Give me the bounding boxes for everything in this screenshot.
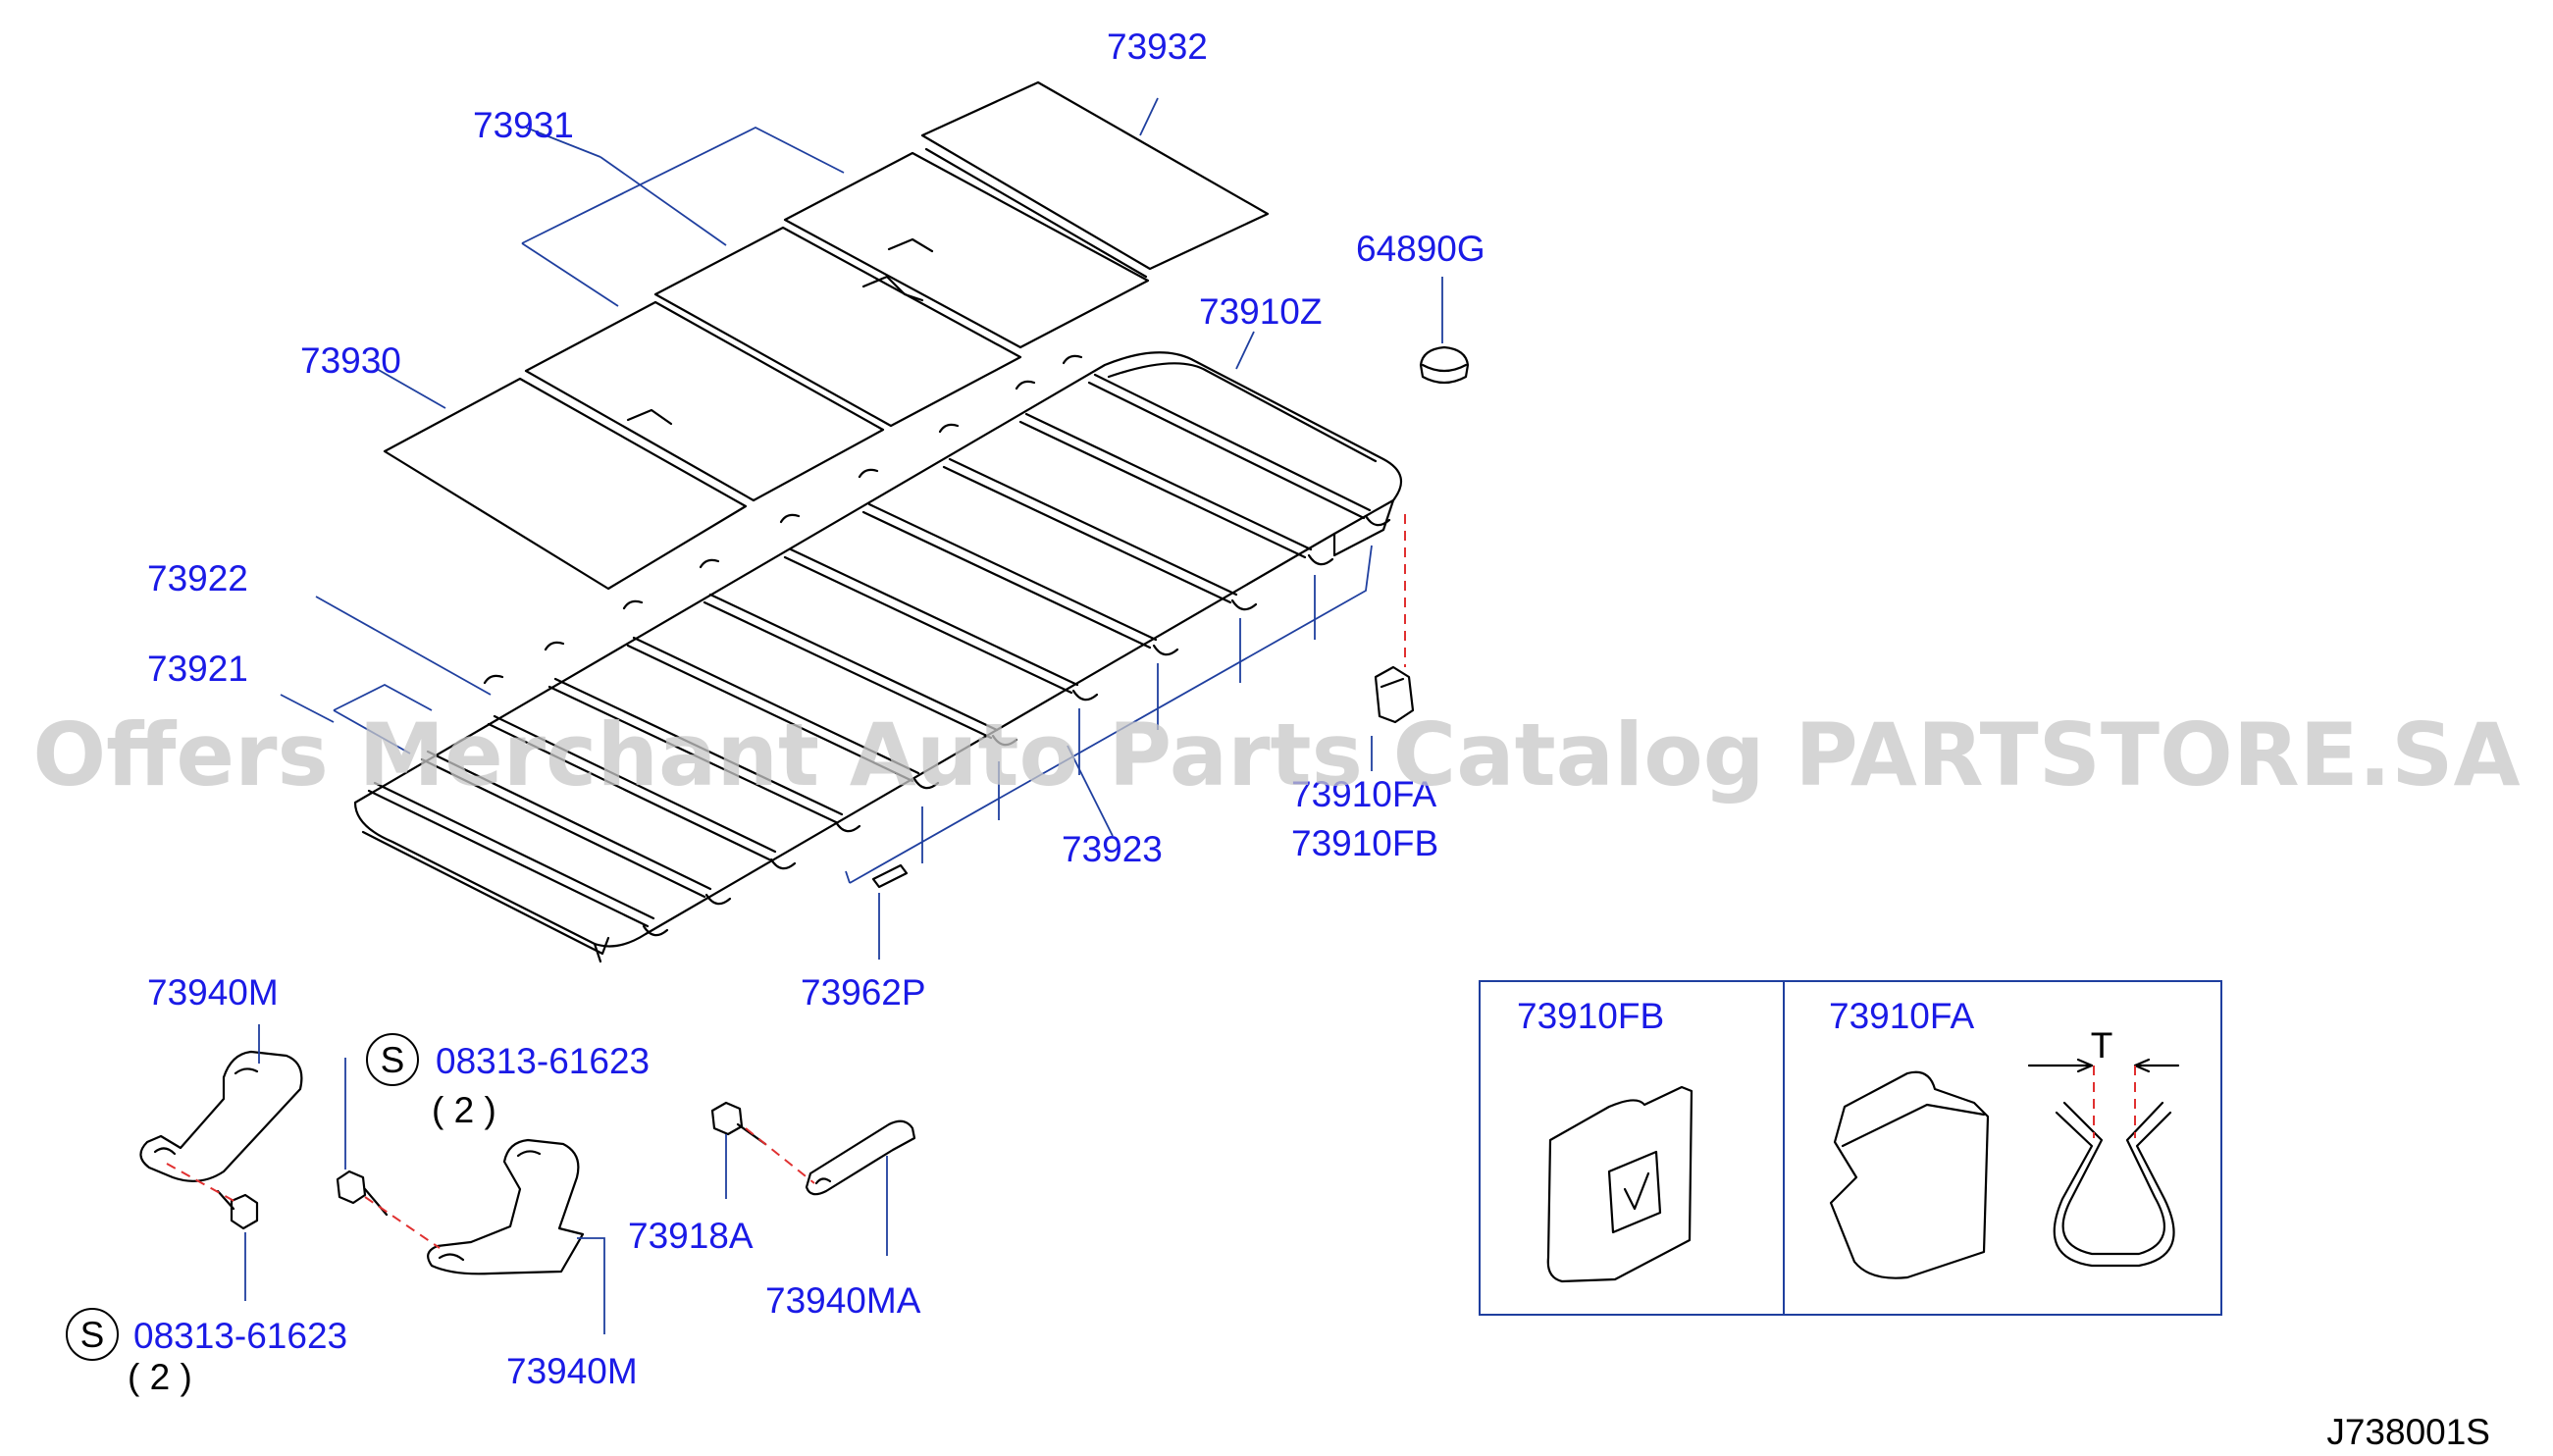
- s-mark-bottom: S: [80, 1315, 105, 1355]
- detail-box: [1479, 980, 2222, 1316]
- label-detail-fa[interactable]: 73910FA: [1829, 996, 1974, 1036]
- s-mark-bottom-circle: [66, 1308, 119, 1361]
- label-bolt-bottom[interactable]: 08313-61623: [133, 1316, 347, 1356]
- cap-64890G[interactable]: [1419, 345, 1470, 385]
- headliner-front-tabs: [642, 514, 1391, 937]
- label-73930[interactable]: 73930: [300, 340, 401, 381]
- grip-73940M-left[interactable]: [139, 1050, 303, 1182]
- diagram-code: J738001S: [2326, 1412, 2490, 1452]
- dash-grip-right: [364, 1196, 441, 1249]
- bracket-73940MA[interactable]: [805, 1119, 916, 1196]
- strip-73962P[interactable]: [871, 863, 909, 889]
- label-bolt-top[interactable]: 08313-61623: [436, 1041, 650, 1081]
- label-73923[interactable]: 73923: [1062, 829, 1163, 869]
- label-73940M-top[interactable]: 73940M: [147, 972, 279, 1013]
- headliner-ribs: [367, 373, 1372, 928]
- pad-73932[interactable]: [920, 80, 1270, 279]
- bolt-08313-61623-right[interactable]: [336, 1170, 389, 1217]
- bolt-73918A[interactable]: [710, 1101, 767, 1146]
- grip-73940M-right[interactable]: [427, 1138, 585, 1275]
- pad-73930-lower[interactable]: [383, 377, 748, 591]
- clip-73910FA-FB[interactable]: [1374, 665, 1415, 724]
- label-bolt-top-qty: ( 2 ): [432, 1090, 496, 1130]
- detail-clip-73910FA[interactable]: [1829, 1070, 1990, 1279]
- s-mark-top: S: [381, 1040, 405, 1080]
- pad-73930-upper[interactable]: [524, 300, 885, 502]
- label-73931[interactable]: 73931: [473, 105, 574, 145]
- label-73910Z[interactable]: 73910Z: [1199, 291, 1323, 332]
- label-73962P[interactable]: 73962P: [801, 972, 926, 1013]
- watermark: Offers Merchant Auto Parts Catalog PARTS…: [32, 704, 2520, 806]
- detail-clip-73910FB[interactable]: [1546, 1085, 1693, 1283]
- s-mark-top-circle: [366, 1033, 419, 1086]
- label-73932[interactable]: 73932: [1107, 26, 1208, 67]
- detail-clip-cross-section[interactable]: [2027, 1058, 2180, 1268]
- headliner-rear-tabs: [483, 354, 1083, 685]
- bolt-08313-61623-left[interactable]: [216, 1189, 259, 1230]
- headliner-73910Z[interactable]: [353, 351, 1403, 963]
- label-73910FB[interactable]: 73910FB: [1291, 823, 1438, 863]
- label-73940M-bottom[interactable]: 73940M: [506, 1351, 638, 1391]
- label-detail-t: T: [2091, 1025, 2113, 1066]
- label-73921[interactable]: 73921: [147, 649, 248, 689]
- pad-73931-lower[interactable]: [653, 226, 1022, 428]
- label-73910FA[interactable]: 73910FA: [1291, 774, 1436, 814]
- label-detail-fb[interactable]: 73910FB: [1517, 996, 1664, 1036]
- label-73922[interactable]: 73922: [147, 558, 248, 598]
- label-64890G[interactable]: 64890G: [1356, 229, 1485, 269]
- leader-lines: [244, 97, 1443, 1334]
- label-73940MA[interactable]: 73940MA: [765, 1280, 921, 1321]
- dash-grip-left: [166, 1163, 238, 1204]
- dash-bracket: [745, 1127, 815, 1184]
- pad-73931-upper[interactable]: [783, 151, 1150, 349]
- label-73918A[interactable]: 73918A: [628, 1216, 754, 1256]
- label-bolt-bottom-qty: ( 2 ): [128, 1357, 192, 1397]
